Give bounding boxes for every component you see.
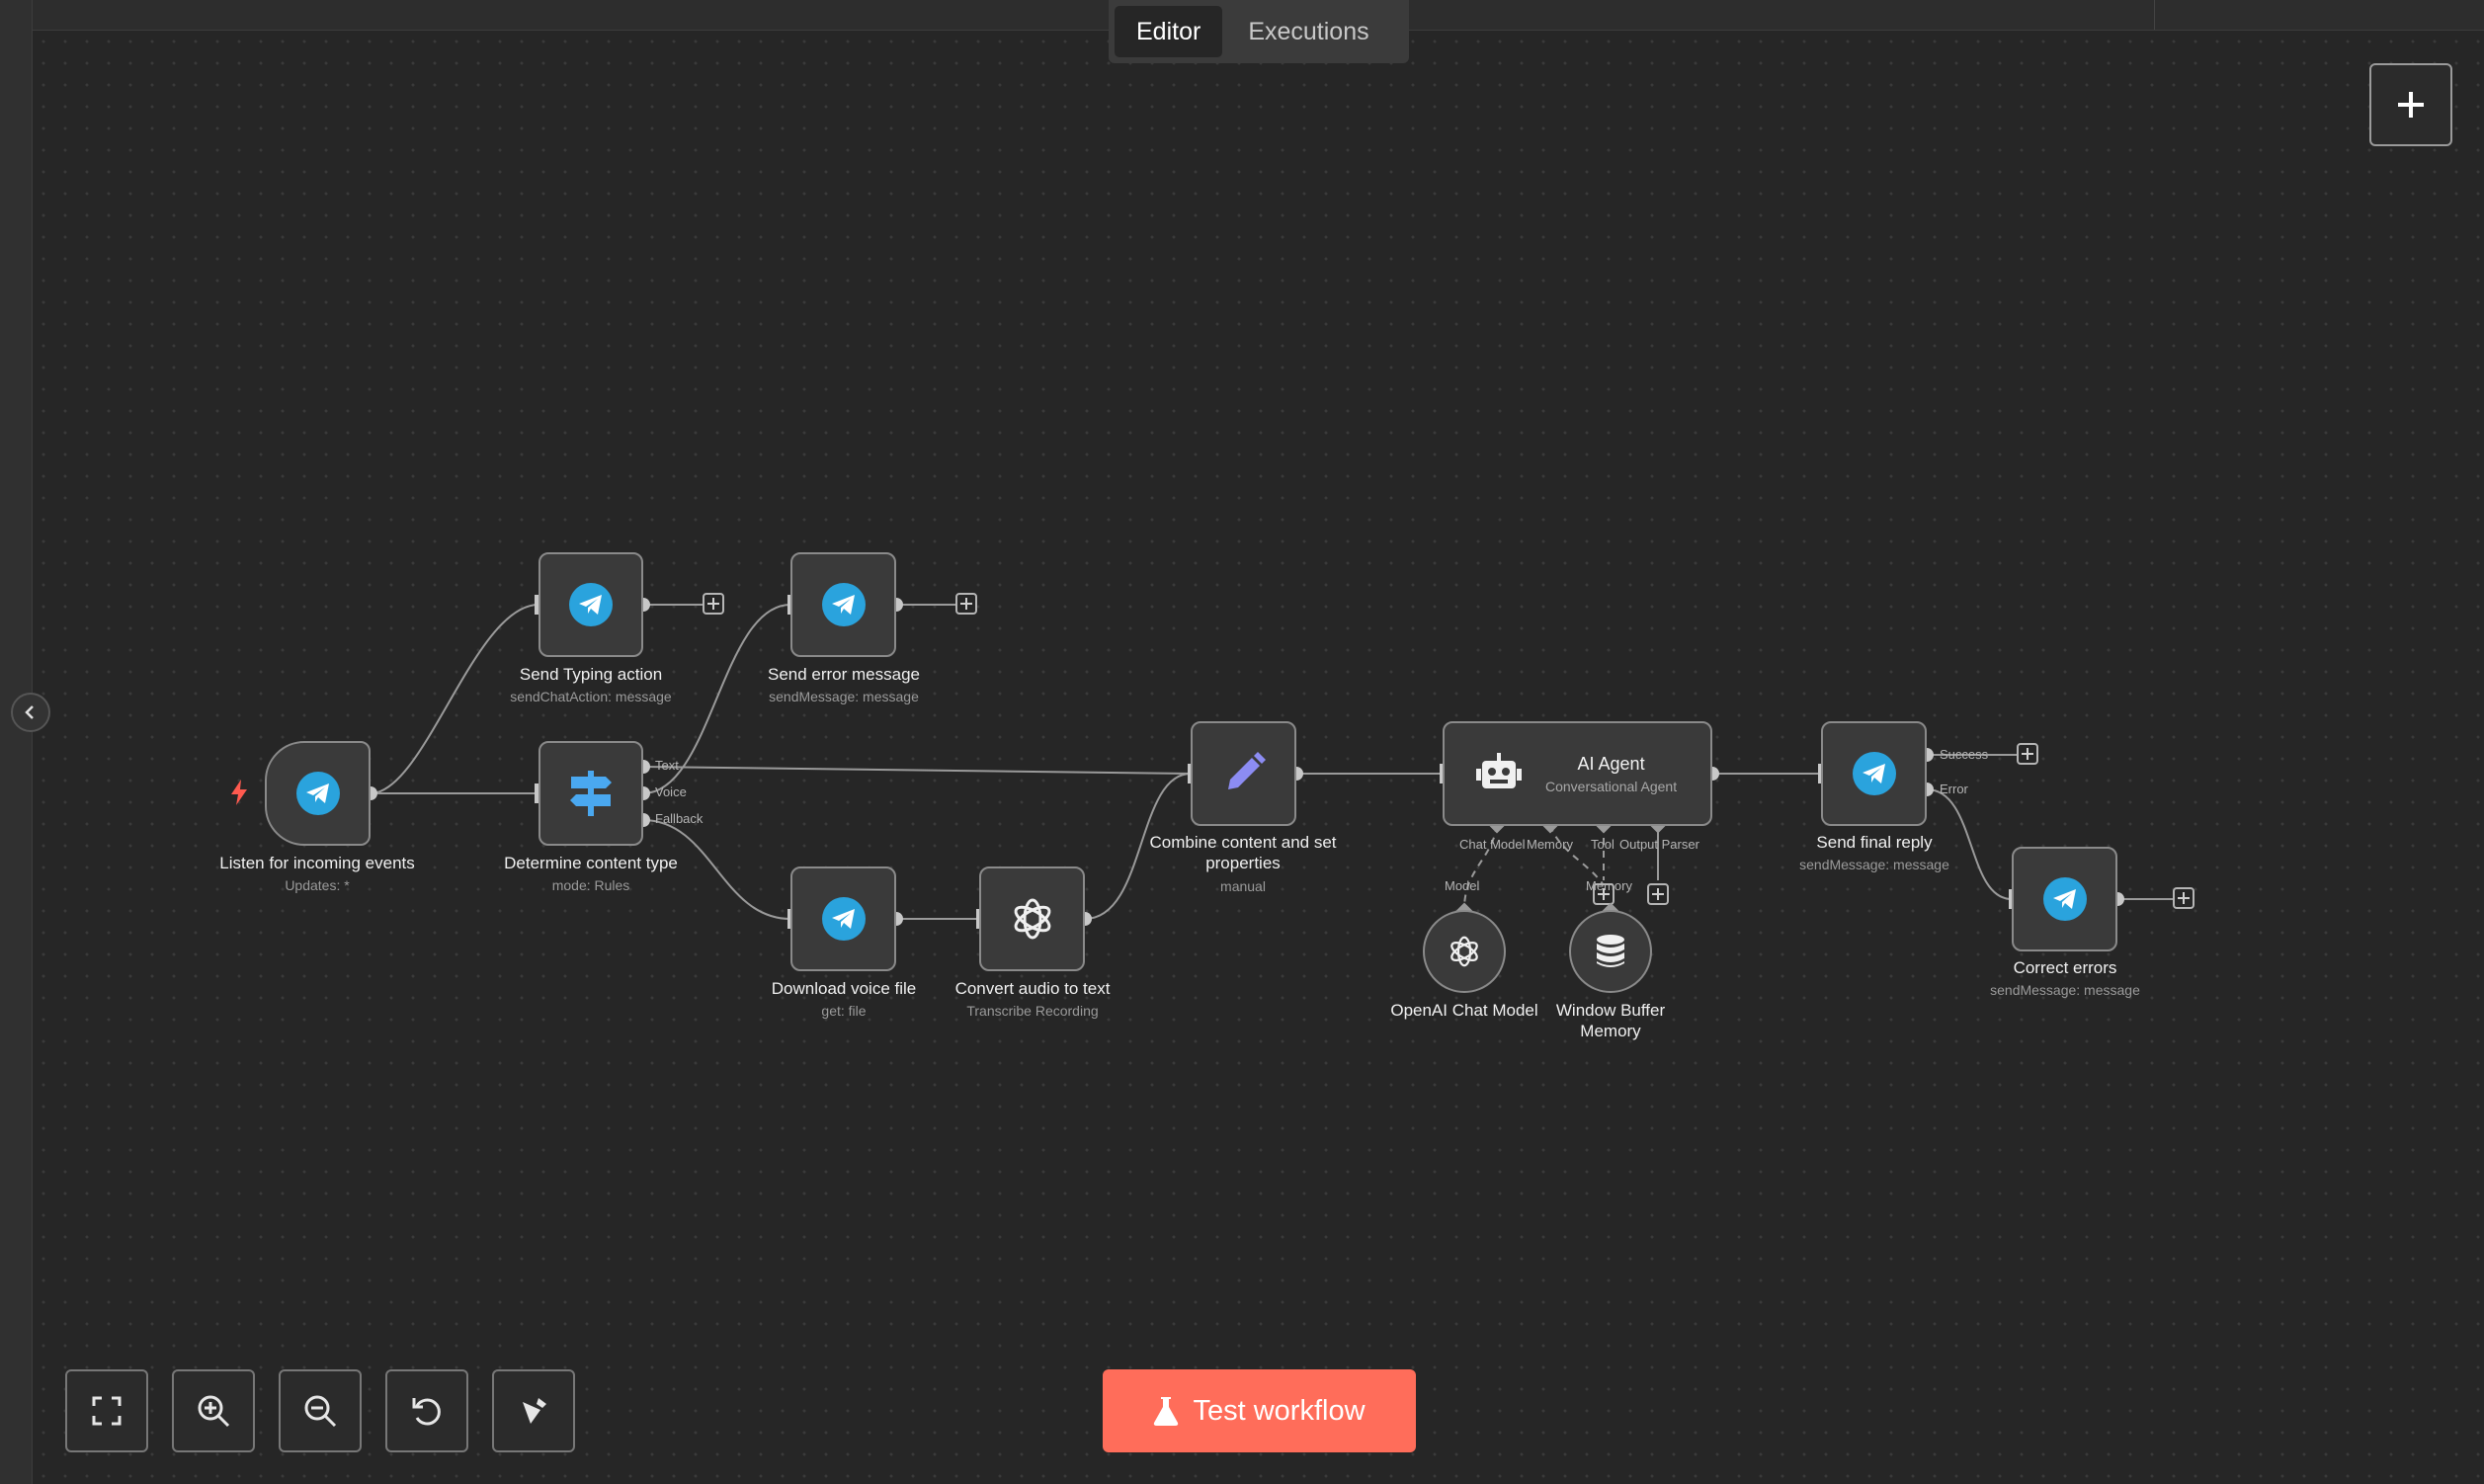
node-label: Download voice file	[771, 979, 917, 998]
node-listen-for-incoming-events[interactable]	[265, 741, 371, 846]
telegram-icon	[821, 897, 866, 941]
node-convert-audio-to-text[interactable]	[979, 866, 1085, 971]
zoom-out-icon	[304, 1395, 337, 1428]
connection	[1926, 788, 2013, 900]
node-subtitle: get: file	[821, 1003, 867, 1019]
pencil-icon	[1227, 752, 1266, 789]
node-subtitle: sendChatAction: message	[510, 689, 672, 704]
telegram-icon	[569, 583, 613, 626]
node-label: Determine content type	[504, 854, 678, 872]
telegram-icon	[295, 772, 340, 815]
port-label-model: Model	[1445, 878, 1480, 893]
node-download-voice-file[interactable]	[790, 866, 896, 971]
signpost-icon	[570, 771, 612, 816]
tidy-up-button[interactable]	[492, 1369, 575, 1452]
port-label-chat-model: Chat Model	[1459, 837, 1526, 852]
output-label-fallback: Fallback	[655, 811, 704, 826]
zoom-in-icon	[198, 1395, 230, 1428]
connection	[1084, 773, 1192, 920]
port-label-tool: Tool	[1591, 837, 1615, 852]
output-label-error: Error	[1940, 782, 1968, 796]
node-subtitle: sendMessage: message	[1990, 982, 2140, 998]
zoom-out-button[interactable]	[279, 1369, 362, 1452]
zoom-in-button[interactable]	[172, 1369, 255, 1452]
left-sidebar	[0, 0, 33, 1484]
node-label: Combine content and set properties	[1149, 833, 1337, 872]
node-label: Listen for incoming events	[219, 854, 415, 872]
node-label: Send final reply	[1816, 833, 1933, 852]
node-label: Window Buffer Memory	[1555, 1001, 1666, 1040]
node-subtitle: sendMessage: message	[769, 689, 919, 704]
chevron-left-icon	[25, 705, 34, 719]
output-label-text: Text	[655, 758, 679, 773]
connection	[642, 604, 791, 794]
node-label: AI Agent	[1577, 753, 1645, 774]
port-label-output-parser: Output Parser	[1619, 837, 1699, 852]
trigger-bolt-icon	[231, 780, 247, 805]
node-subtitle: Transcribe Recording	[966, 1003, 1099, 1019]
tab-editor[interactable]: Editor	[1115, 6, 1223, 57]
test-workflow-button[interactable]: Test workflow	[1103, 1369, 1416, 1452]
collapse-sidebar-button[interactable]	[11, 693, 50, 732]
node-determine-content-type[interactable]	[538, 741, 643, 846]
node-ai-agent[interactable]: AI Agent Conversational Agent	[1443, 721, 1712, 826]
node-label: OpenAI Chat Model	[1390, 1001, 1538, 1020]
flask-icon	[1154, 1397, 1179, 1426]
node-window-buffer-memory[interactable]	[1569, 910, 1652, 993]
node-subtitle: Updates: *	[285, 877, 350, 893]
dashed-connection	[1463, 824, 1498, 910]
telegram-icon	[821, 583, 866, 626]
telegram-icon	[1852, 752, 1896, 795]
node-send-error-message[interactable]	[790, 552, 896, 657]
node-send-typing-action[interactable]	[538, 552, 643, 657]
node-openai-chat-model[interactable]	[1423, 910, 1506, 993]
node-subtitle: manual	[1220, 878, 1266, 894]
connection	[370, 604, 539, 794]
node-label: Send Typing action	[519, 665, 663, 684]
connection	[642, 766, 1192, 775]
node-subtitle: sendMessage: message	[1799, 857, 1949, 872]
port-label-memory-sub: Memory	[1586, 878, 1632, 893]
fit-view-icon	[92, 1396, 122, 1426]
reset-zoom-icon	[412, 1398, 441, 1426]
openai-icon	[1450, 936, 1478, 967]
tidy-up-icon	[523, 1398, 546, 1424]
fit-view-button[interactable]	[65, 1369, 148, 1452]
node-send-final-reply[interactable]	[1821, 721, 1927, 826]
node-subtitle: Conversational Agent	[1545, 778, 1678, 794]
workflow-canvas[interactable]	[33, 31, 2484, 1484]
add-node-button[interactable]	[2369, 63, 2452, 146]
openai-icon	[1014, 898, 1050, 940]
output-label-success: Success	[1940, 747, 1989, 762]
node-label: Convert audio to text	[954, 979, 1111, 998]
test-workflow-label: Test workflow	[1193, 1394, 1366, 1427]
telegram-icon	[2042, 877, 2087, 921]
node-subtitle: mode: Rules	[551, 877, 630, 893]
node-label: Send error message	[767, 665, 921, 684]
output-label-voice: Voice	[655, 784, 687, 799]
robot-icon	[1476, 753, 1522, 788]
plus-icon	[2398, 92, 2424, 118]
view-tabs: Editor Executions	[1109, 0, 1409, 63]
node-correct-errors[interactable]	[2012, 847, 2117, 951]
node-label: Correct errors	[2013, 958, 2117, 977]
reset-zoom-button[interactable]	[385, 1369, 468, 1452]
tab-executions[interactable]: Executions	[1248, 18, 1369, 45]
port-label-memory: Memory	[1527, 837, 1573, 852]
database-icon	[1597, 935, 1624, 967]
node-combine-content[interactable]	[1191, 721, 1296, 826]
connection	[642, 819, 791, 920]
